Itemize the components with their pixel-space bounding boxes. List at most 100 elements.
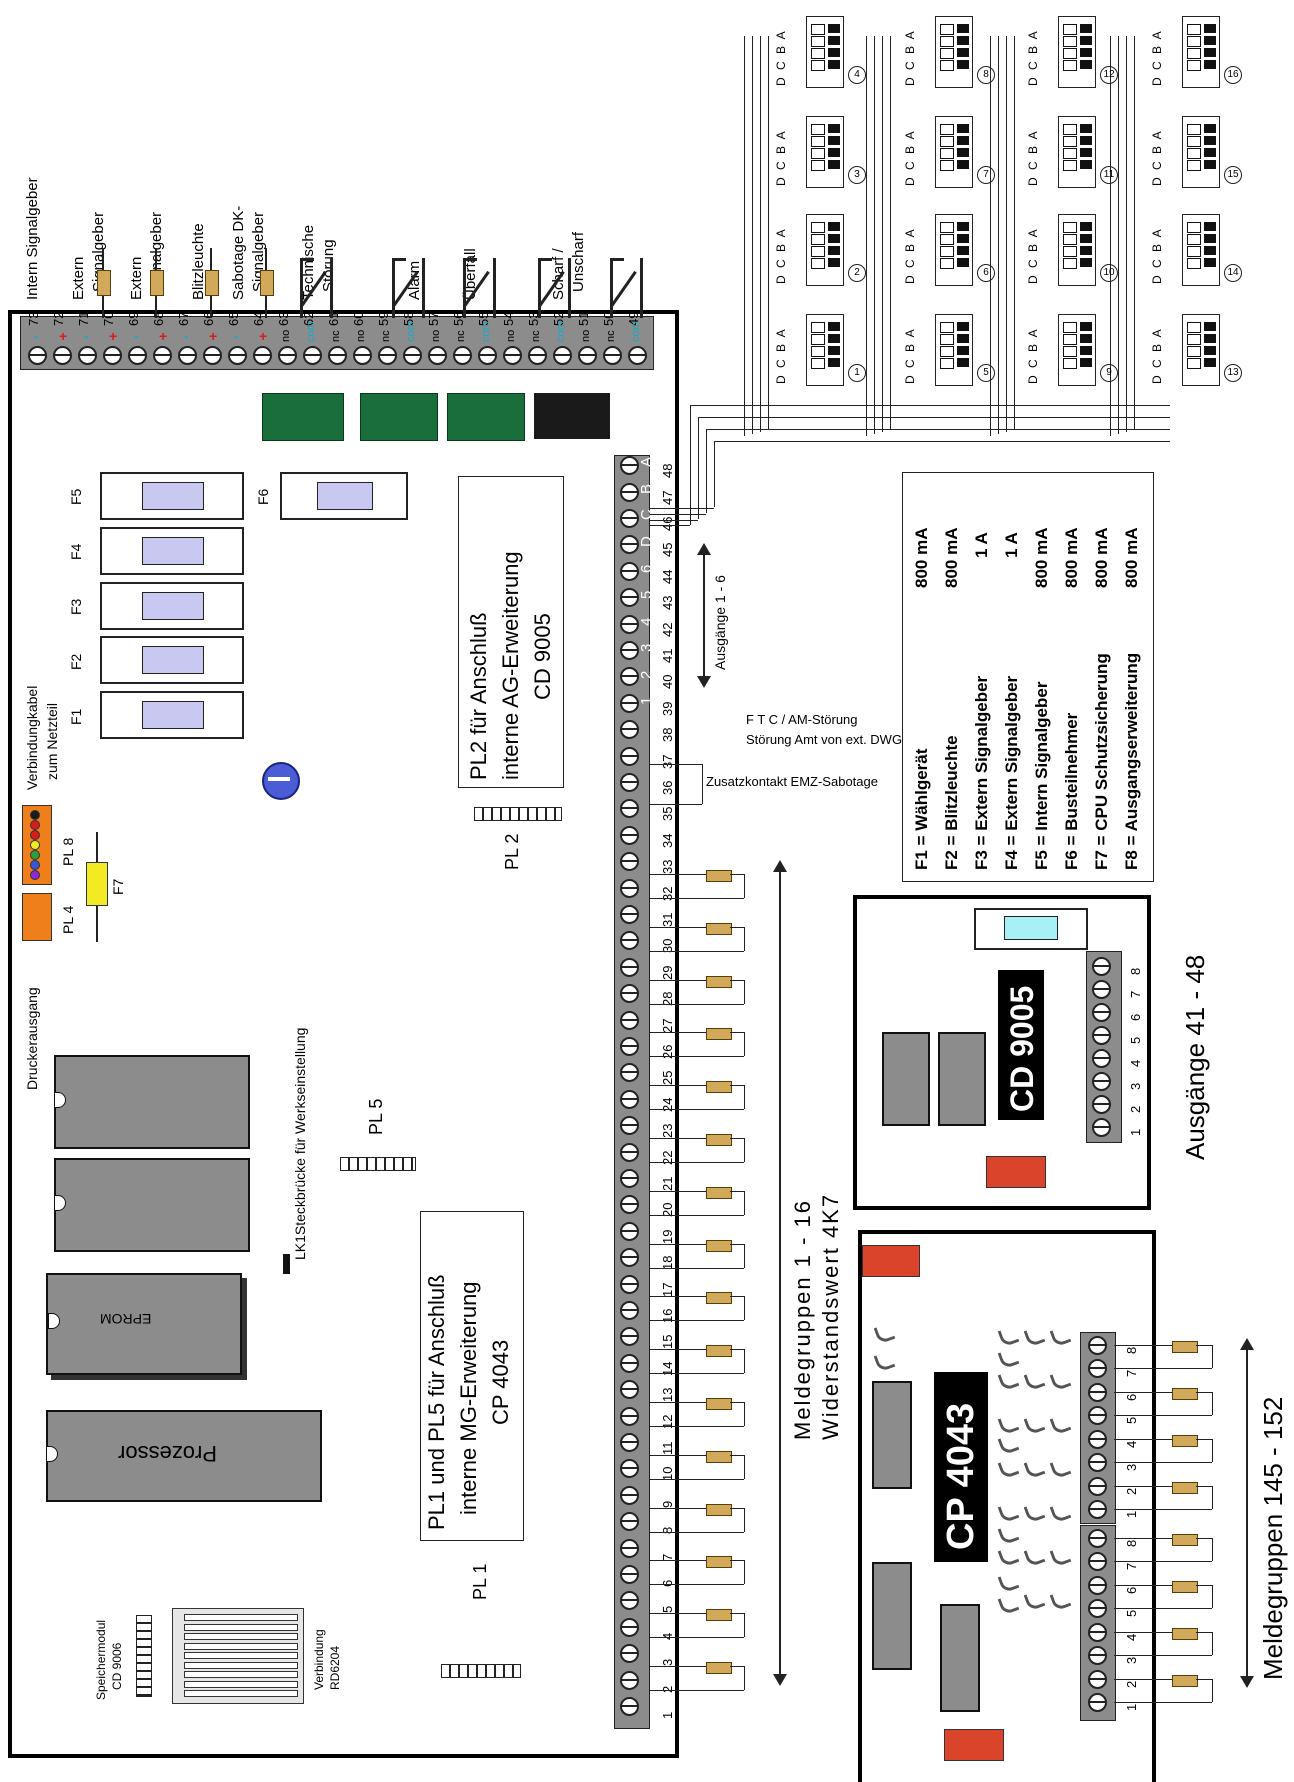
fuse-label-f1: F1 xyxy=(68,708,84,725)
dip-key-slot xyxy=(1187,258,1201,269)
dip-key-slot xyxy=(811,322,825,333)
dip-key xyxy=(828,36,840,45)
bus-wire xyxy=(650,525,690,526)
terminal-screw xyxy=(620,1353,639,1373)
wire xyxy=(1114,1655,1212,1656)
dip-key xyxy=(1080,48,1092,57)
terminal-screw xyxy=(328,346,347,365)
dip-key-slot xyxy=(1187,246,1201,257)
wire xyxy=(730,1507,744,1509)
wire xyxy=(1196,1632,1212,1633)
dip-key xyxy=(957,258,969,267)
terminal-number: 6 xyxy=(1128,1013,1143,1021)
bus-wire xyxy=(1110,36,1111,436)
fuse-legend-name: F7 = CPU Schutzsicherung xyxy=(1092,653,1111,870)
wire xyxy=(1212,1585,1213,1608)
bus-wire xyxy=(882,36,883,432)
dip-key-slot xyxy=(940,36,954,47)
cp4043-dip-switch-bottom[interactable] xyxy=(944,1729,1004,1761)
terminal-screw xyxy=(620,957,639,977)
cd9005-chip-2 xyxy=(938,1032,986,1126)
resistor-icon xyxy=(97,270,111,296)
terminal-screw xyxy=(228,346,247,365)
terminal-number: 3 xyxy=(1128,1082,1143,1090)
dip-module-number: 6 xyxy=(977,264,995,282)
dip-module-number: 11 xyxy=(1100,166,1118,184)
terminal-number: 1 xyxy=(1124,1703,1139,1711)
terminal-screw xyxy=(620,773,639,792)
bus-wire xyxy=(760,36,761,432)
dip-key xyxy=(1080,358,1092,367)
wire xyxy=(1114,1509,1212,1510)
fuse-legend-value: 1 A xyxy=(972,532,991,558)
wire xyxy=(650,1003,744,1005)
dip-letters: D C B A xyxy=(774,327,788,384)
dip-module-number: 3 xyxy=(848,166,866,184)
dip-key-slot xyxy=(1187,24,1201,35)
output-letter: 3 xyxy=(638,643,655,653)
dip-key-slot xyxy=(811,246,825,257)
terminal-number: 3 xyxy=(1124,1463,1139,1471)
pl1-label: PL 1 xyxy=(470,1563,490,1600)
wire xyxy=(650,950,744,952)
terminal-number: 63 xyxy=(276,311,291,326)
wire xyxy=(650,926,706,928)
dip-key xyxy=(828,48,840,57)
cd9005-dip-switch[interactable] xyxy=(986,1156,1046,1188)
pin-icon xyxy=(30,840,40,850)
verbindungskabel-label-1: Verbindungkabel xyxy=(24,685,40,790)
wire xyxy=(730,1296,744,1298)
polarity-mark: + xyxy=(59,328,68,344)
fuse-legend-name: F8 = Ausgangserweiterung xyxy=(1122,652,1141,870)
wire xyxy=(744,1613,745,1638)
terminal-number: 47 xyxy=(660,490,675,505)
dip-key-slot xyxy=(811,222,825,233)
dip-key xyxy=(1204,148,1216,157)
wire xyxy=(650,1613,706,1615)
wire xyxy=(1196,1585,1212,1586)
wire xyxy=(1212,1679,1213,1702)
resistor-icon xyxy=(706,1609,732,1622)
terminal-number: 8 xyxy=(1124,1539,1139,1547)
dip-letters: D C B A xyxy=(1026,29,1040,86)
wire xyxy=(650,1296,706,1298)
potentiometer-icon[interactable] xyxy=(262,762,300,800)
dip-key-slot xyxy=(1187,124,1201,135)
arrow-head-down-icon xyxy=(1240,1676,1254,1688)
wire xyxy=(744,1560,745,1585)
pl1-pl5-info-line-1: PL1 und PL5 für Anschluß xyxy=(424,1274,449,1530)
terminal-number: 60 xyxy=(351,311,366,326)
dip-key-slot xyxy=(811,24,825,35)
terminal-screw xyxy=(1088,1693,1107,1712)
lk1-jumper[interactable] xyxy=(283,1254,290,1274)
terminal-screw xyxy=(1092,957,1111,976)
terminal-number: 27 xyxy=(660,1018,675,1033)
dip-key xyxy=(828,346,840,355)
bus-wire xyxy=(1014,36,1015,430)
wire xyxy=(650,1478,744,1480)
wire xyxy=(730,1613,744,1615)
wire xyxy=(650,1138,706,1139)
cp4043-dip-switch-top[interactable] xyxy=(862,1245,920,1277)
connector-finger xyxy=(184,1623,298,1631)
terminal-screw xyxy=(620,931,639,951)
output-letter: 1 xyxy=(638,696,655,705)
cp4043-chip-1 xyxy=(872,1381,912,1489)
resistor-icon xyxy=(1172,1388,1198,1400)
polarity-mark: - xyxy=(184,328,189,344)
zusatz-bracket xyxy=(650,804,702,805)
terminal-screw xyxy=(620,1406,639,1426)
polarity-mark: + xyxy=(209,328,218,344)
wire xyxy=(1212,1486,1213,1509)
terminal-number: 31 xyxy=(660,912,675,927)
dip-key xyxy=(957,334,969,343)
wire xyxy=(650,1584,744,1586)
wire xyxy=(1114,1561,1212,1562)
terminal-screw xyxy=(28,346,47,365)
terminal-number: 6 xyxy=(1124,1393,1139,1401)
dip-letters: D C B A xyxy=(903,227,917,284)
terminal-number: 1 xyxy=(660,1711,675,1719)
resistor-icon xyxy=(1172,1482,1198,1494)
dip-key-slot xyxy=(940,346,954,357)
prozessor-label: Prozessor xyxy=(118,1441,218,1466)
